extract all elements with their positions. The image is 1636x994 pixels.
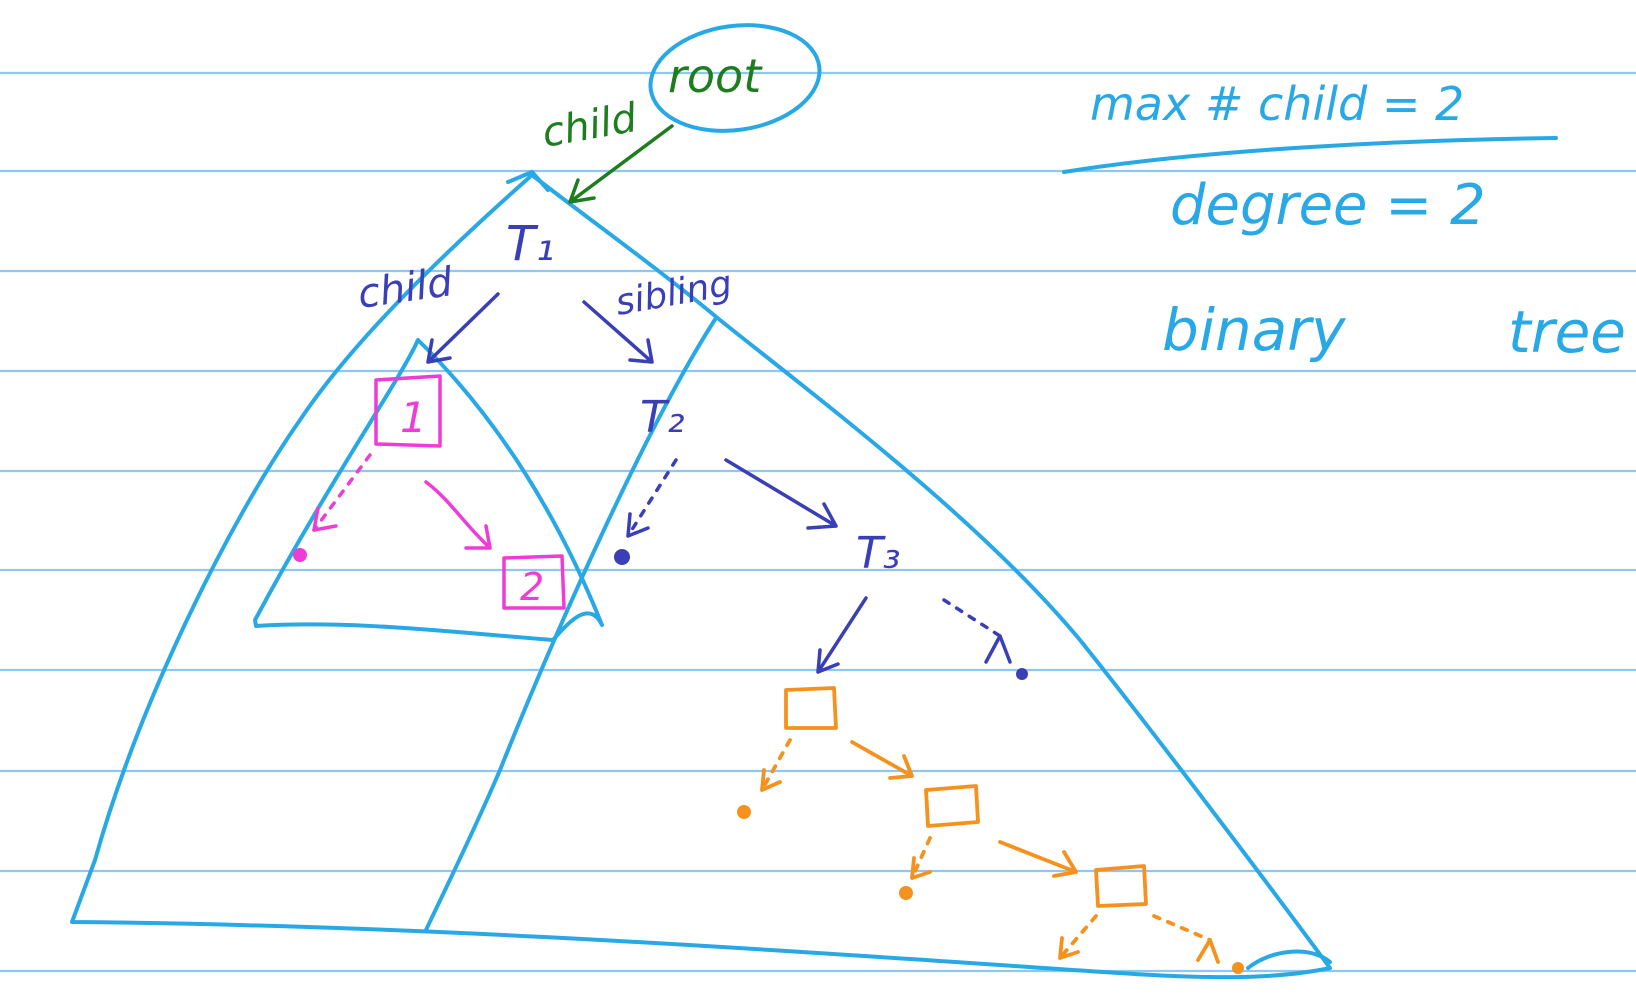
note-max-child: max # child = 2 (1090, 77, 1464, 131)
node-2-label: 2 (520, 565, 544, 609)
ruled-lines (0, 71, 1636, 973)
t3-null-sibling-head (984, 634, 1012, 664)
orange-a-sibling-arrow (850, 740, 914, 780)
t3-null-sibling (942, 598, 1002, 638)
t1-label: T₁ (506, 216, 555, 272)
node-1-null-dot (293, 548, 307, 562)
node-1-null-child (312, 453, 372, 532)
orange-node-b (924, 784, 980, 828)
child-label-left: child (355, 259, 456, 318)
t3-child-arrow (816, 596, 868, 674)
t2-null-child-head (626, 512, 650, 538)
node-1-label: 1 (400, 393, 427, 442)
outer-tree-corner (1246, 949, 1332, 970)
orange-c-null-child (1058, 914, 1098, 960)
t3-null-dot (1016, 668, 1028, 680)
node-1-box (374, 374, 442, 448)
root-circle (648, 23, 822, 133)
note-binary: binary (1162, 296, 1346, 364)
t2-label: T₂ (640, 392, 685, 443)
t2-sibling-arrow (724, 458, 838, 530)
t1-sibling-arrow (582, 300, 654, 364)
t2-null-dot (614, 549, 630, 565)
t1-child-arrow (426, 292, 500, 364)
t1-subtree-outline (253, 338, 604, 642)
node-1-null-child-head (312, 506, 338, 532)
node-1-sibling-arrow (424, 480, 492, 550)
orange-a-null-dot (737, 805, 751, 819)
orange-c-null-sibling (1152, 914, 1212, 942)
outer-tree-outline (70, 173, 1332, 980)
child-label-top: child (539, 95, 641, 157)
sibling-boundary (424, 316, 718, 932)
orange-node-a (784, 686, 838, 730)
orange-b-null-child (910, 836, 932, 880)
orange-node-c (1094, 864, 1148, 908)
t3-label: T₃ (856, 528, 901, 579)
orange-c-null-sibling-head (1196, 938, 1220, 964)
orange-b-null-child-head (910, 856, 932, 880)
note-degree: degree = 2 (1170, 173, 1486, 238)
t2-null-child (626, 458, 678, 538)
orange-a-null-child (760, 738, 792, 792)
orange-b-sibling-arrow (998, 840, 1078, 878)
orange-a-null-child-head (760, 768, 782, 792)
orange-c-null-child-head (1058, 936, 1080, 960)
note-tree: tree (1508, 298, 1626, 366)
outer-tree-peak (506, 170, 550, 192)
root-label: root (668, 49, 763, 103)
root-to-t1-arrow (568, 124, 674, 204)
note-underline (1062, 136, 1558, 174)
node-2-box (502, 554, 566, 610)
orange-b-null-dot (899, 886, 913, 900)
orange-c-null-dot (1232, 962, 1244, 974)
